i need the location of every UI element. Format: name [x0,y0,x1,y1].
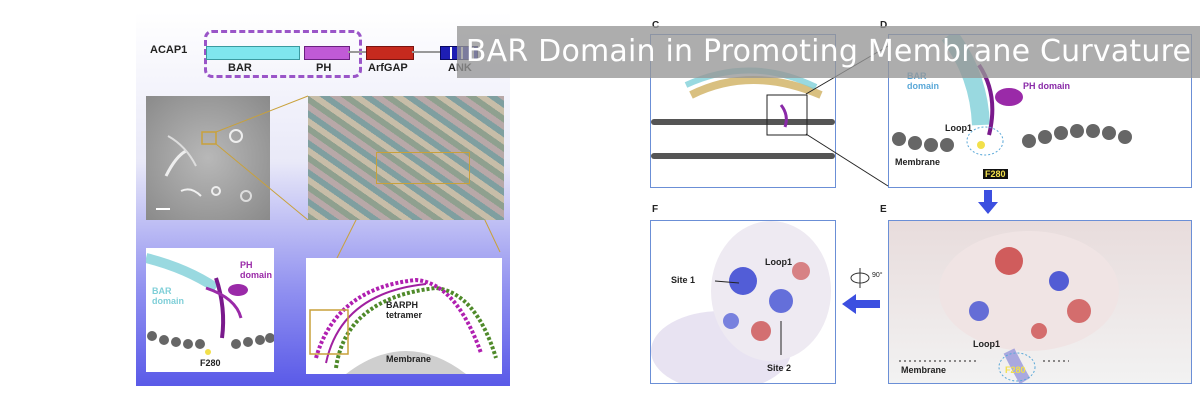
panel-e-letter: E [880,204,887,215]
linker-line [348,51,366,53]
bar-label: BAR [228,62,252,74]
panel-d-ph-label: PH domain [1023,81,1071,91]
panel-f-site1-label: Site 1 [671,275,696,285]
panel-d-residue-label: F280 [983,169,1008,179]
panel-f-site2-label: Site 2 [767,363,792,373]
bar-domain-block [206,46,300,60]
tetramer-membrane-label: Membrane [386,354,432,364]
em-micrograph [146,96,270,220]
cryo-em-lattice [308,96,504,220]
panel-e-loop-label: Loop1 [973,339,1000,349]
ph-label: PH [316,62,332,74]
tetramer-label: BARPH tetramer [386,300,423,320]
panel-f-loop-label: Loop1 [765,257,792,267]
rotation-label: 90° [872,272,883,279]
inset-residue-label: F280 [200,358,221,368]
inset-structure: BAR domain PH domain F280 [144,248,275,372]
inset-ph-label: PH domain [240,260,273,280]
linker-line-2 [412,51,440,53]
domain-highlight-box [204,30,362,78]
panel-c-letter: C [652,20,659,31]
panel-e-residue-label: F280 [1005,365,1026,375]
arrow-left-icon [842,294,880,314]
rotation-indicator: 90° [848,264,888,294]
panel-f-letter: F [652,204,659,215]
page-title: BAR Domain in Promoting Membrane Curvatu… [465,34,1192,69]
left-figure: ACAP1 BAR PH ArfGAP ANK [136,12,510,386]
inset-bar-label: BAR domain [152,286,185,306]
title-banner: BAR Domain in Promoting Membrane Curvatu… [457,26,1200,78]
arrow-down-icon [978,190,998,214]
panel-d-loop-label: Loop1 [945,123,972,133]
panel-f: Site 1 Loop1 Site 2 [650,220,836,384]
panel-d-membrane-label: Membrane [895,157,941,167]
ph-domain-block [304,46,350,60]
tetramer-model: BARPH tetramer Membrane [306,258,502,374]
panel-e-membrane-label: Membrane [901,365,947,375]
lattice-zoom-box [376,152,470,184]
protein-label: ACAP1 [150,44,188,56]
panel-d-letter: D [880,20,887,31]
panel-e: Loop1 Membrane F280 [888,220,1192,384]
arfgap-domain-block [366,46,414,60]
arfgap-label: ArfGAP [368,62,408,74]
